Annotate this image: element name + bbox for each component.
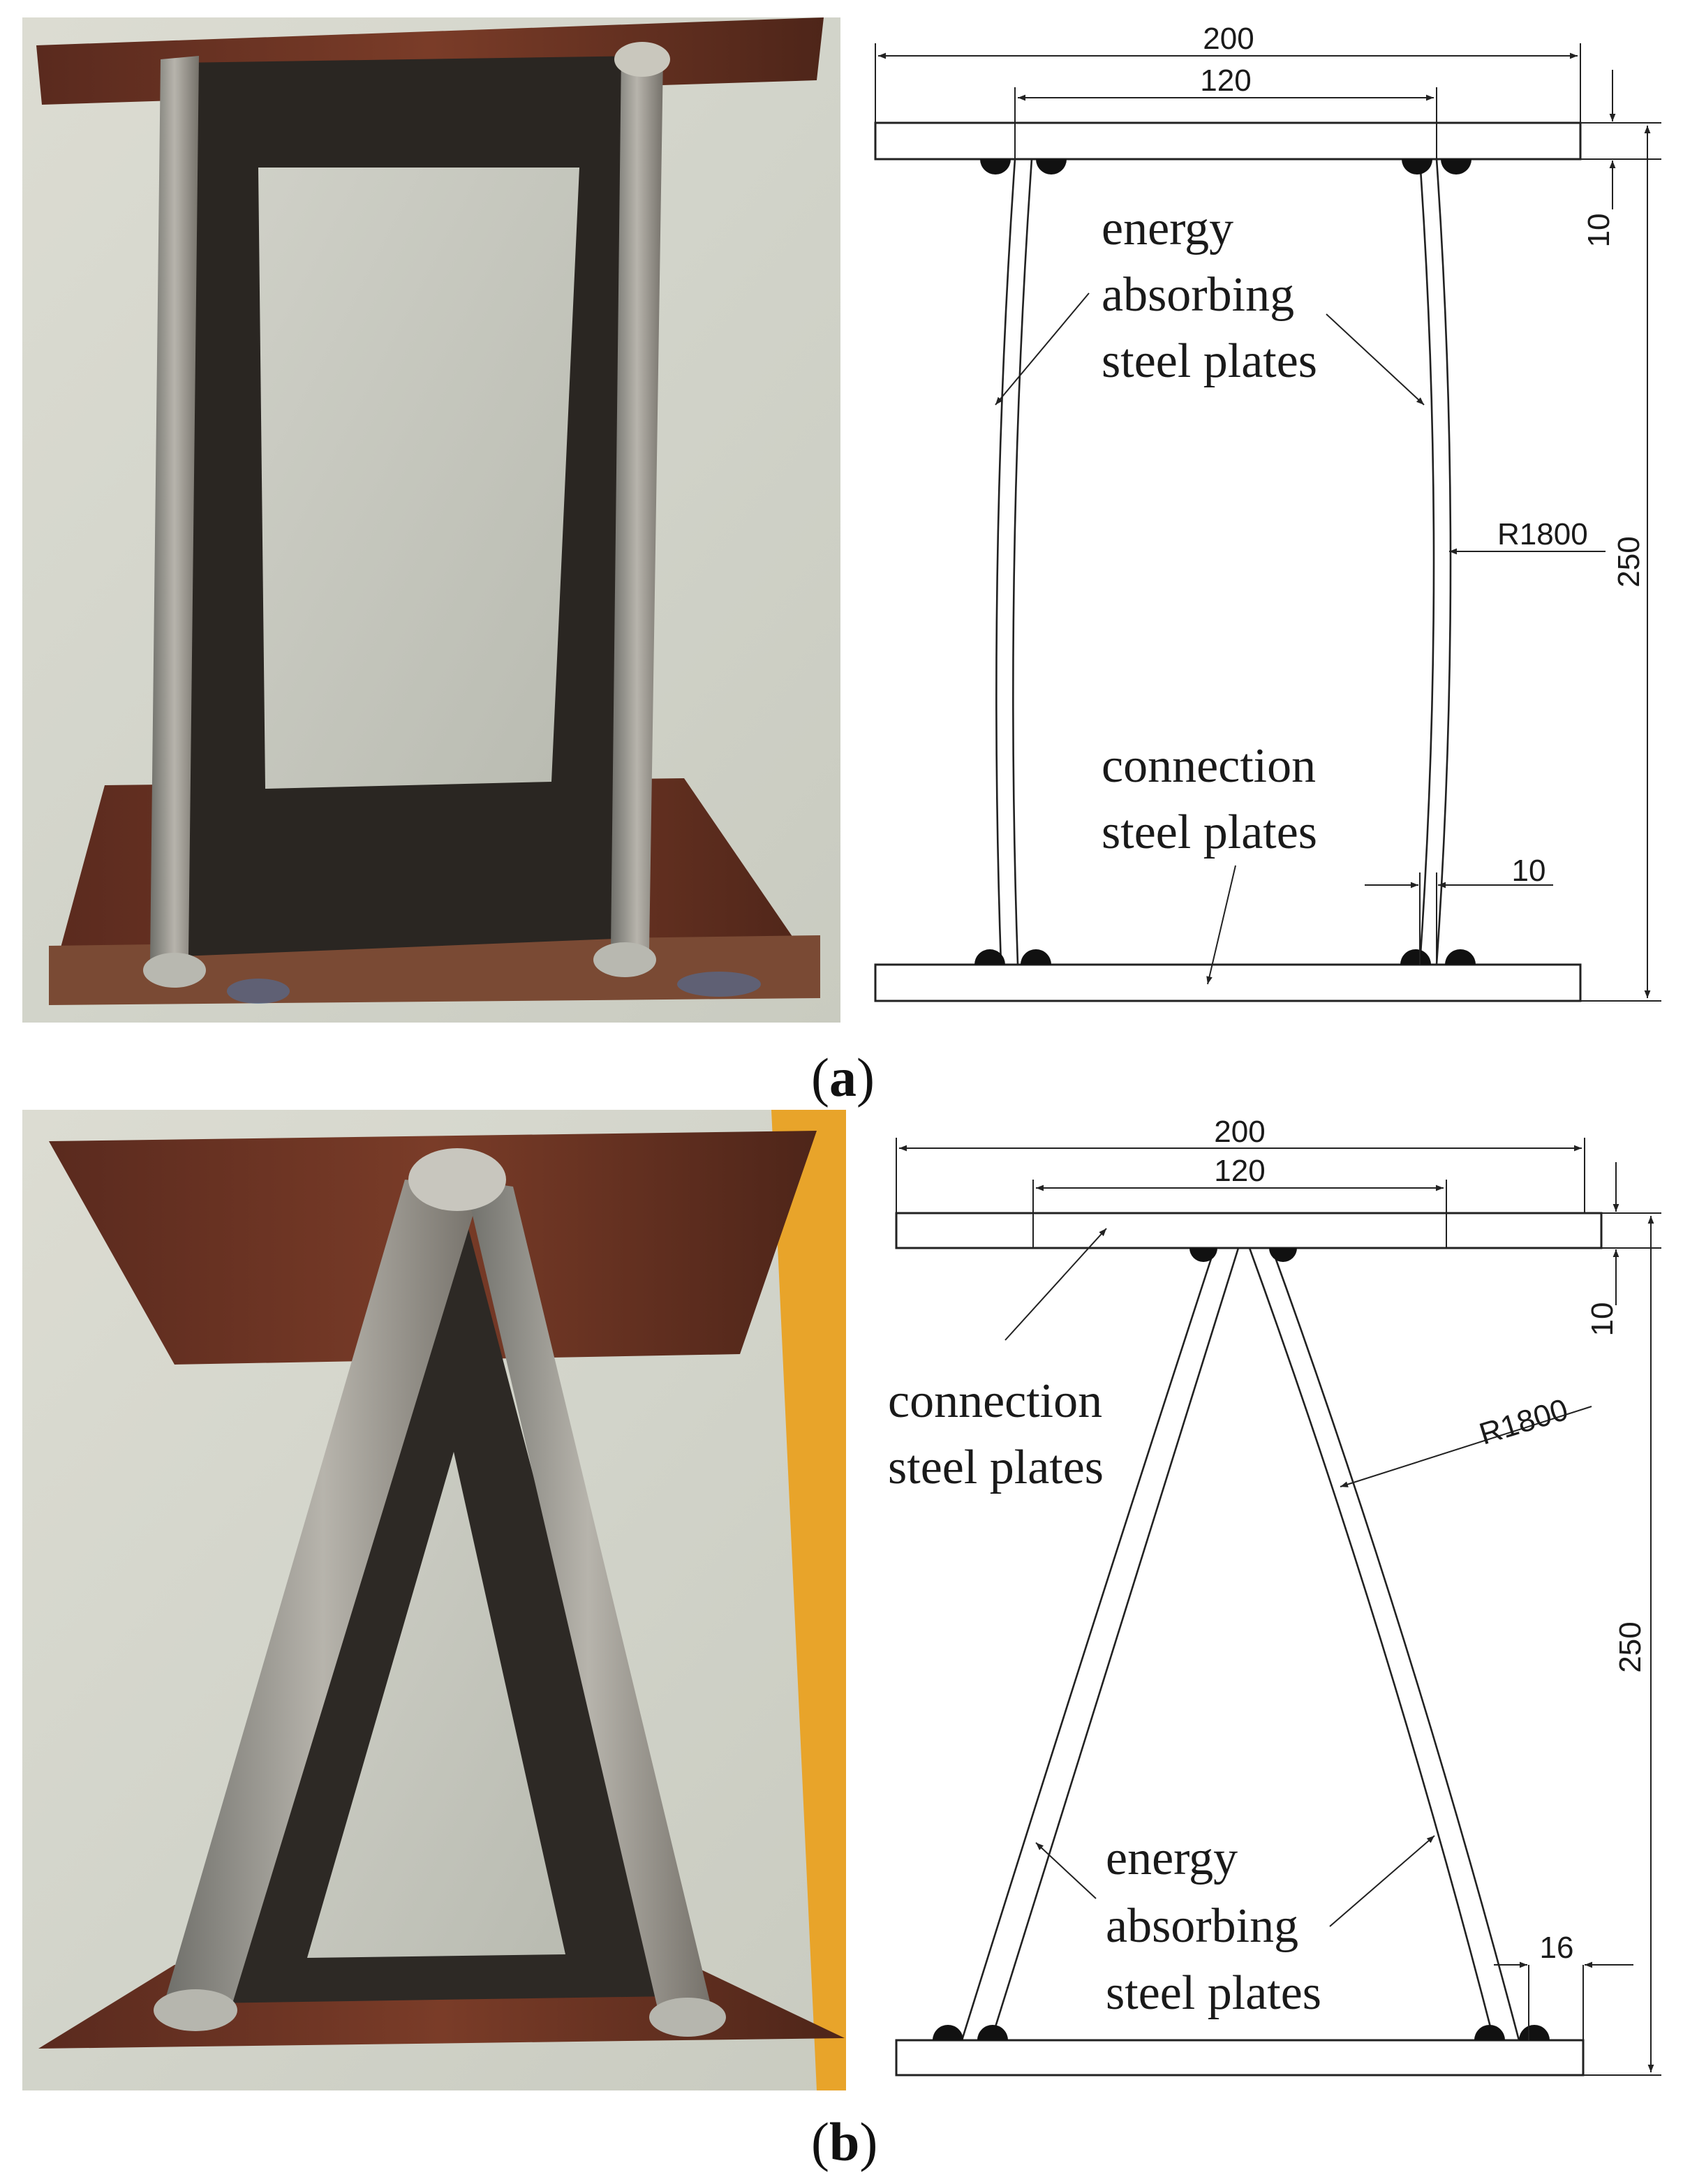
photo-b-weld — [649, 1998, 726, 2037]
dim-a-inner-width: 120 — [1200, 64, 1251, 98]
leader-a-connection — [1206, 865, 1236, 985]
drawing-a-right-energy-plate-inner — [1435, 158, 1452, 965]
weld — [1036, 159, 1067, 174]
photo-a-inner-floor — [258, 168, 579, 789]
photo-b-right-steel-plate — [464, 1180, 712, 2017]
photo-b-weld — [154, 1989, 237, 2031]
dim-a-plate-thickness: 10 — [1582, 214, 1616, 248]
label-b-energy-line3: steel plates — [1106, 1966, 1321, 2020]
photo-b — [22, 1110, 846, 2090]
radius-leader — [1340, 1406, 1592, 1487]
photo-b-weld — [408, 1148, 506, 1211]
weld — [1269, 1248, 1297, 1262]
label-a-energy-line3: steel plates — [1102, 334, 1317, 388]
photo-a — [22, 17, 840, 1023]
weld — [977, 2025, 1008, 2040]
dim-b-radius: R1800 — [1476, 1392, 1572, 1452]
weld — [1402, 159, 1432, 174]
drawing-b: 200 120 10 250 R1800 16 connection steel… — [888, 1115, 1661, 2077]
weld — [1474, 2025, 1505, 2040]
weld — [1021, 949, 1051, 965]
label-a-connection-line2: steel plates — [1102, 805, 1317, 859]
drawing-b-right-plate-outer — [1270, 1247, 1520, 2041]
drawing-a-left-energy-plate-outer — [995, 158, 1016, 965]
weld — [1519, 2025, 1550, 2040]
photo-a-weld — [614, 42, 670, 77]
dim-b-height: 250 — [1613, 1621, 1647, 1672]
caption-a: (a) — [811, 1047, 875, 1108]
dim-a-height: 250 — [1612, 536, 1646, 587]
photo-a-left-steel-plate — [150, 56, 199, 960]
caption-a-letter: a — [829, 1047, 857, 1108]
photo-b-left-steel-plate — [164, 1180, 482, 2010]
label-b-connection-line1: connection — [888, 1374, 1102, 1428]
drawing-b-right-plate-inner — [1248, 1247, 1495, 2041]
leader-b-right-plate — [1329, 1835, 1435, 1927]
caption-b-letter: b — [829, 2111, 859, 2172]
photo-a-heat-tint — [677, 972, 761, 997]
dim-b-plate-thickness: 10 — [1585, 1302, 1619, 1337]
drawing-a: 200 120 10 250 R1800 10 energy absorbing… — [874, 22, 1661, 1002]
drawing-a-top-connection-plate — [874, 121, 1582, 161]
dim-a-radius: R1800 — [1497, 517, 1588, 551]
dim-a-overall-width: 200 — [1203, 22, 1254, 56]
label-b-connection-line2: steel plates — [888, 1441, 1104, 1494]
dim-b-offset: 16 — [1540, 1931, 1574, 1965]
photo-a-heat-tint — [227, 979, 290, 1004]
weld — [1445, 949, 1476, 965]
leader-a-right-plate — [1326, 313, 1425, 406]
drawing-b-left-plate-outer — [961, 1247, 1216, 2041]
weld — [974, 949, 1005, 965]
dim-b-inner-width: 120 — [1214, 1154, 1265, 1188]
drawing-a-bottom-connection-plate — [874, 963, 1582, 1002]
photo-a-weld — [593, 942, 656, 977]
drawing-a-right-energy-plate-outer — [1418, 158, 1435, 965]
drawing-a-left-energy-plate-inner — [1012, 158, 1033, 965]
drawing-b-top-connection-plate — [895, 1212, 1603, 1249]
weld — [933, 2025, 963, 2040]
drawing-b-left-plate-inner — [990, 1247, 1240, 2041]
caption-b: (b) — [811, 2111, 877, 2172]
dim-b-overall-width: 200 — [1214, 1115, 1265, 1149]
label-b-energy-line1: energy — [1106, 1832, 1238, 1885]
photo-b-yellow-strip — [771, 1110, 846, 2090]
leader-a-left-plate — [995, 292, 1090, 406]
label-a-energy-line2: absorbing — [1102, 268, 1294, 322]
dim-a-web-thickness: 10 — [1512, 854, 1546, 888]
photo-a-weld — [143, 953, 206, 988]
weld — [980, 159, 1011, 174]
photo-b-inner-floor — [307, 1452, 565, 1958]
drawing-b-welds — [933, 1248, 1550, 2040]
drawing-b-bottom-connection-plate — [895, 2039, 1585, 2077]
weld — [1400, 949, 1431, 965]
weld — [1441, 159, 1471, 174]
leader-b-left-plate — [1035, 1842, 1097, 1899]
label-b-energy-line2: absorbing — [1106, 1899, 1298, 1953]
label-a-energy-line1: energy — [1102, 202, 1233, 255]
leader-b-connection — [1004, 1228, 1107, 1341]
label-a-connection-line1: connection — [1102, 739, 1316, 793]
weld — [1189, 1248, 1217, 1262]
drawing-a-welds — [974, 159, 1476, 965]
photo-a-right-steel-plate — [611, 52, 663, 949]
